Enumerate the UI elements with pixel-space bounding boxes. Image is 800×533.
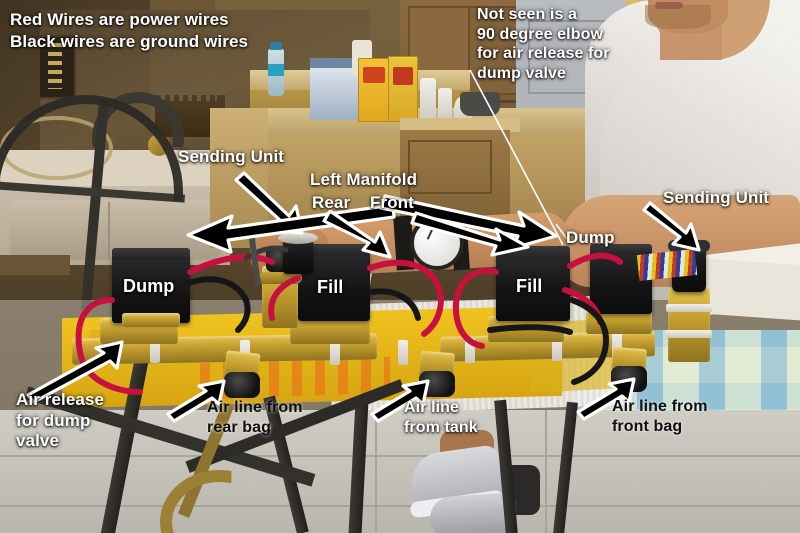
label-fill-right: Fill [516,276,543,296]
tile-grout-2 [0,505,800,507]
valve-flange-dump-left [122,313,180,327]
canister-1 [420,78,436,122]
note-90-degree-elbow: Not seen is a 90 degree elbow for air re… [477,6,610,82]
right-elbow-collar-1 [666,304,712,312]
label-left-manifold: Left Manifold [310,170,418,189]
canister-2 [438,88,452,122]
tile-grout-1 [0,455,800,457]
solenoid-fill-right-top [496,246,570,258]
lower-cabinet-door [408,140,492,194]
person-lips [655,2,683,9]
cooking-pot [460,92,500,116]
air-fitting-tank [419,371,455,397]
label-dump-left: Dump [123,276,175,296]
air-fitting-rear-bag [224,372,260,398]
legend-line-1: Red Wires are power wires [10,10,229,29]
label-air-line-front: Air line from front bag [612,398,708,435]
paper-stack-right-2 [698,258,800,321]
kitchen-appliance [310,65,358,120]
bottle-cap [270,42,282,50]
appliance-top [310,58,358,68]
label-fill-left: Fill [317,277,344,297]
pipe-collar-7 [612,333,622,358]
person-beard-shadow [645,5,711,29]
air-fitting-front-bag [611,366,647,392]
label-air-line-rear: Air line from rear bag [207,399,303,436]
tile-grout-4 [545,410,547,533]
pipe-collar-3 [330,340,340,365]
sofa-seam [108,202,110,260]
pipe-collar-1 [150,337,160,363]
label-sending-unit-right: Sending Unit [663,188,770,207]
solenoid-fill-right [496,255,570,321]
label-sending-unit-left: Sending Unit [178,147,285,166]
label-dump-right: Dump [566,228,615,247]
counter-side [210,108,268,248]
tile-grout-3 [375,410,377,533]
solenoid-dump-right-top [590,244,652,255]
side-table [0,255,70,275]
label-rear: Rear [312,193,351,212]
pipe-collar-5 [465,338,475,363]
label-air-line-tank: Air line from tank [404,399,478,436]
wall-picture [38,35,76,99]
right-elbow-stack [668,288,710,362]
solenoid-dump-left-top [112,248,190,260]
legend-line-2: Black wires are ground wires [10,32,249,51]
label-front: Front [370,193,414,212]
wristwatch [410,216,464,270]
cereal-box-2 [388,56,418,122]
label-air-release: Air release for dump valve [16,390,105,451]
right-elbow-collar-2 [666,330,712,338]
bottle-label [268,64,284,76]
cereal-box-1 [358,58,390,122]
pipe-collar-4 [398,340,408,365]
pipe-collar-6 [552,336,562,361]
sending-unit-left-cap [278,232,318,244]
